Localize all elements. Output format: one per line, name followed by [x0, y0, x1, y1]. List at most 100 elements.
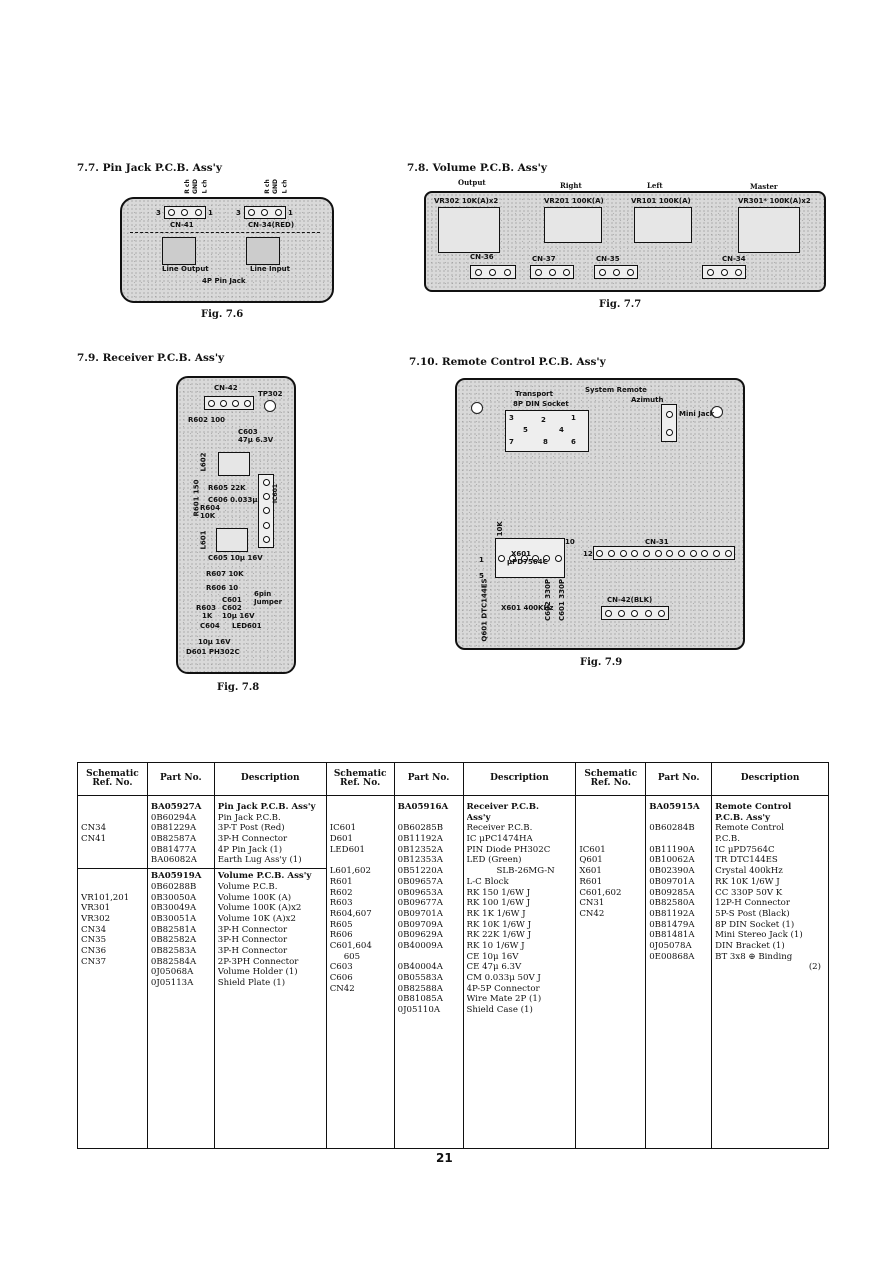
table-cell: C603 — [329, 962, 353, 973]
col3-refs: IC601 Q601 X601 R601 C601,602 CN31 CN42 — [575, 795, 647, 1149]
table-cell: L601,602 — [329, 866, 371, 877]
rch-label-2: R ch — [263, 179, 271, 194]
table-cell: Wire Mate 2P (1) — [466, 994, 542, 1005]
table-cell: R602 — [329, 887, 353, 898]
header-schematic-ref-3: Schematic Ref. No. — [575, 762, 647, 796]
table-cell: RK 10K 1/6W J — [466, 919, 532, 930]
table-cell: 0B60288B — [150, 881, 197, 892]
table-cell: Shield Case (1) — [466, 1005, 533, 1016]
r604-value: 10K — [200, 512, 216, 520]
table-cell: 3P-H Connector — [217, 834, 288, 845]
vr101-label: VR101 100K(A) — [631, 197, 691, 205]
table-cell: Crystal 400kHz — [715, 866, 783, 877]
table-cell: C601,604 — [329, 940, 372, 951]
master-label: Master — [750, 182, 778, 191]
table-cell: 5P-S Post (Black) — [715, 908, 790, 919]
pin-12-label: 12 — [583, 550, 593, 558]
table-cell: 0B81479A — [649, 919, 695, 930]
header-part-no-3: Part No. — [645, 762, 713, 796]
table-cell: 0B11190A — [649, 844, 695, 855]
section-title-receiver: 7.9. Receiver P.C.B. Ass'y — [77, 352, 225, 364]
table-cell: 0B82588A — [397, 983, 443, 994]
table-cell: 0B10062A — [649, 855, 695, 866]
mount-hole-right — [711, 406, 723, 418]
r602-label: R602 100 — [188, 416, 226, 424]
din-pin-7: 7 — [509, 438, 514, 446]
cn31-label: CN-31 — [645, 538, 669, 546]
lch-label-2: L ch — [281, 179, 289, 194]
table-cell: Volume 100K (A) — [217, 892, 292, 903]
x601-label: X601 — [511, 550, 532, 558]
c605-label: C605 10μ 16V — [208, 554, 263, 562]
ic601-chip — [258, 474, 274, 548]
table-cell: R604,607 — [329, 908, 372, 919]
table-cell: C606 — [329, 973, 353, 983]
vr301-pot — [738, 207, 800, 253]
cn35-connector — [594, 265, 638, 279]
r604-label: R604 — [200, 504, 221, 512]
table-cell: DIN Bracket (1) — [715, 940, 785, 951]
upd-label: μPD7564C — [507, 558, 548, 566]
table-cell: 4P-5P Connector — [466, 983, 540, 994]
r603-value: 1K — [202, 612, 213, 620]
table-cell: R601 — [329, 876, 353, 887]
table-cell: BA06082A — [150, 855, 197, 866]
cn41-label: CN-41 — [170, 221, 194, 229]
table-cell: R606 — [329, 930, 353, 941]
fig-7-9-caption: Fig. 7.9 — [580, 657, 623, 668]
table-cell: VR302 — [81, 913, 111, 924]
table-cell: P.C.B. — [715, 834, 740, 845]
table-cell: IC601 — [579, 844, 606, 855]
table-cell: LED601 — [329, 844, 365, 855]
table-cell: Earth Lug Ass'y (1) — [217, 855, 302, 866]
table-cell: 0B81192A — [649, 908, 695, 919]
pin-jack-pcb-diagram: R ch GND L ch R ch GND L ch 3 1 3 1 CN-4… — [120, 179, 334, 303]
table-cell: 0J05113A — [150, 978, 194, 988]
table-cell: VR101,201 — [81, 892, 130, 903]
table-cell: Pin Jack P.C.B. Ass'y — [217, 802, 316, 812]
table-cell: SLB-26MG-N — [496, 866, 555, 877]
table-cell: CE 10μ 16V — [466, 951, 519, 962]
vr201-pot — [544, 207, 602, 243]
cn41-connector — [164, 206, 206, 219]
6pin-label: 6pin — [254, 590, 272, 598]
rch-label: R ch — [183, 179, 191, 194]
table-cell: R605 — [329, 919, 353, 930]
table-cell: 0B82587A — [150, 834, 197, 845]
table-cell: 4P Pin Jack (1) — [217, 844, 283, 855]
table-cell: 0B81481A — [649, 930, 695, 941]
din-pin-6: 6 — [571, 438, 576, 446]
header-schematic-ref-2: Schematic Ref. No. — [325, 762, 395, 796]
table-cell: IC601 — [329, 823, 357, 834]
vr201-label: VR201 100K(A) — [544, 197, 604, 205]
gnd-label: GND — [191, 179, 199, 194]
table-cell: 8P DIN Socket (1) — [715, 919, 795, 930]
header-schematic-ref-1: Schematic Ref. No. — [77, 762, 148, 796]
table-cell: 0B09677A — [397, 898, 443, 909]
table-cell: L-C Block — [466, 876, 509, 887]
table-cell: 0B82580A — [649, 898, 695, 909]
r605-label: R605 22K — [208, 484, 246, 492]
receiver-pcb-diagram: CN-42 TP302 R602 100 C603 47μ 6.3V L602 … — [176, 376, 296, 674]
section-title-remote: 7.10. Remote Control P.C.B. Ass'y — [409, 356, 606, 368]
ic601-label: IC601 — [272, 483, 280, 504]
col1-parts: BA05927A 0B60294A 0B81229A 0B82587A 0B81… — [146, 795, 215, 1149]
table-cell: CN36 — [81, 945, 107, 956]
cn34-connector-vol — [702, 265, 746, 279]
din-socket-label: 8P DIN Socket — [513, 400, 569, 408]
pin-5-label-rc: 5 — [479, 572, 484, 580]
col1-descriptions: Pin Jack P.C.B. Ass'y Pin Jack P.C.B. 3P… — [213, 795, 327, 1149]
pin-jack-label: 4P Pin Jack — [202, 277, 246, 285]
table-cell: 0B09701A — [649, 876, 695, 887]
header-description-2: Description — [462, 762, 577, 796]
table-cell: Volume P.C.B. — [217, 881, 278, 892]
section-title-pin-jack: 7.7. Pin Jack P.C.B. Ass'y — [77, 162, 222, 174]
l601-coil — [216, 528, 248, 552]
table-cell: 605 — [343, 951, 361, 962]
pin-3-label: 3 — [156, 209, 161, 217]
gnd-label-2: GND — [271, 179, 279, 194]
line-input-label: Line Input — [250, 265, 290, 273]
table-cell: 2P-3PH Connector — [217, 956, 299, 967]
led601-label: LED601 — [232, 622, 262, 630]
table-cell: IC μPD7564C — [715, 844, 775, 855]
